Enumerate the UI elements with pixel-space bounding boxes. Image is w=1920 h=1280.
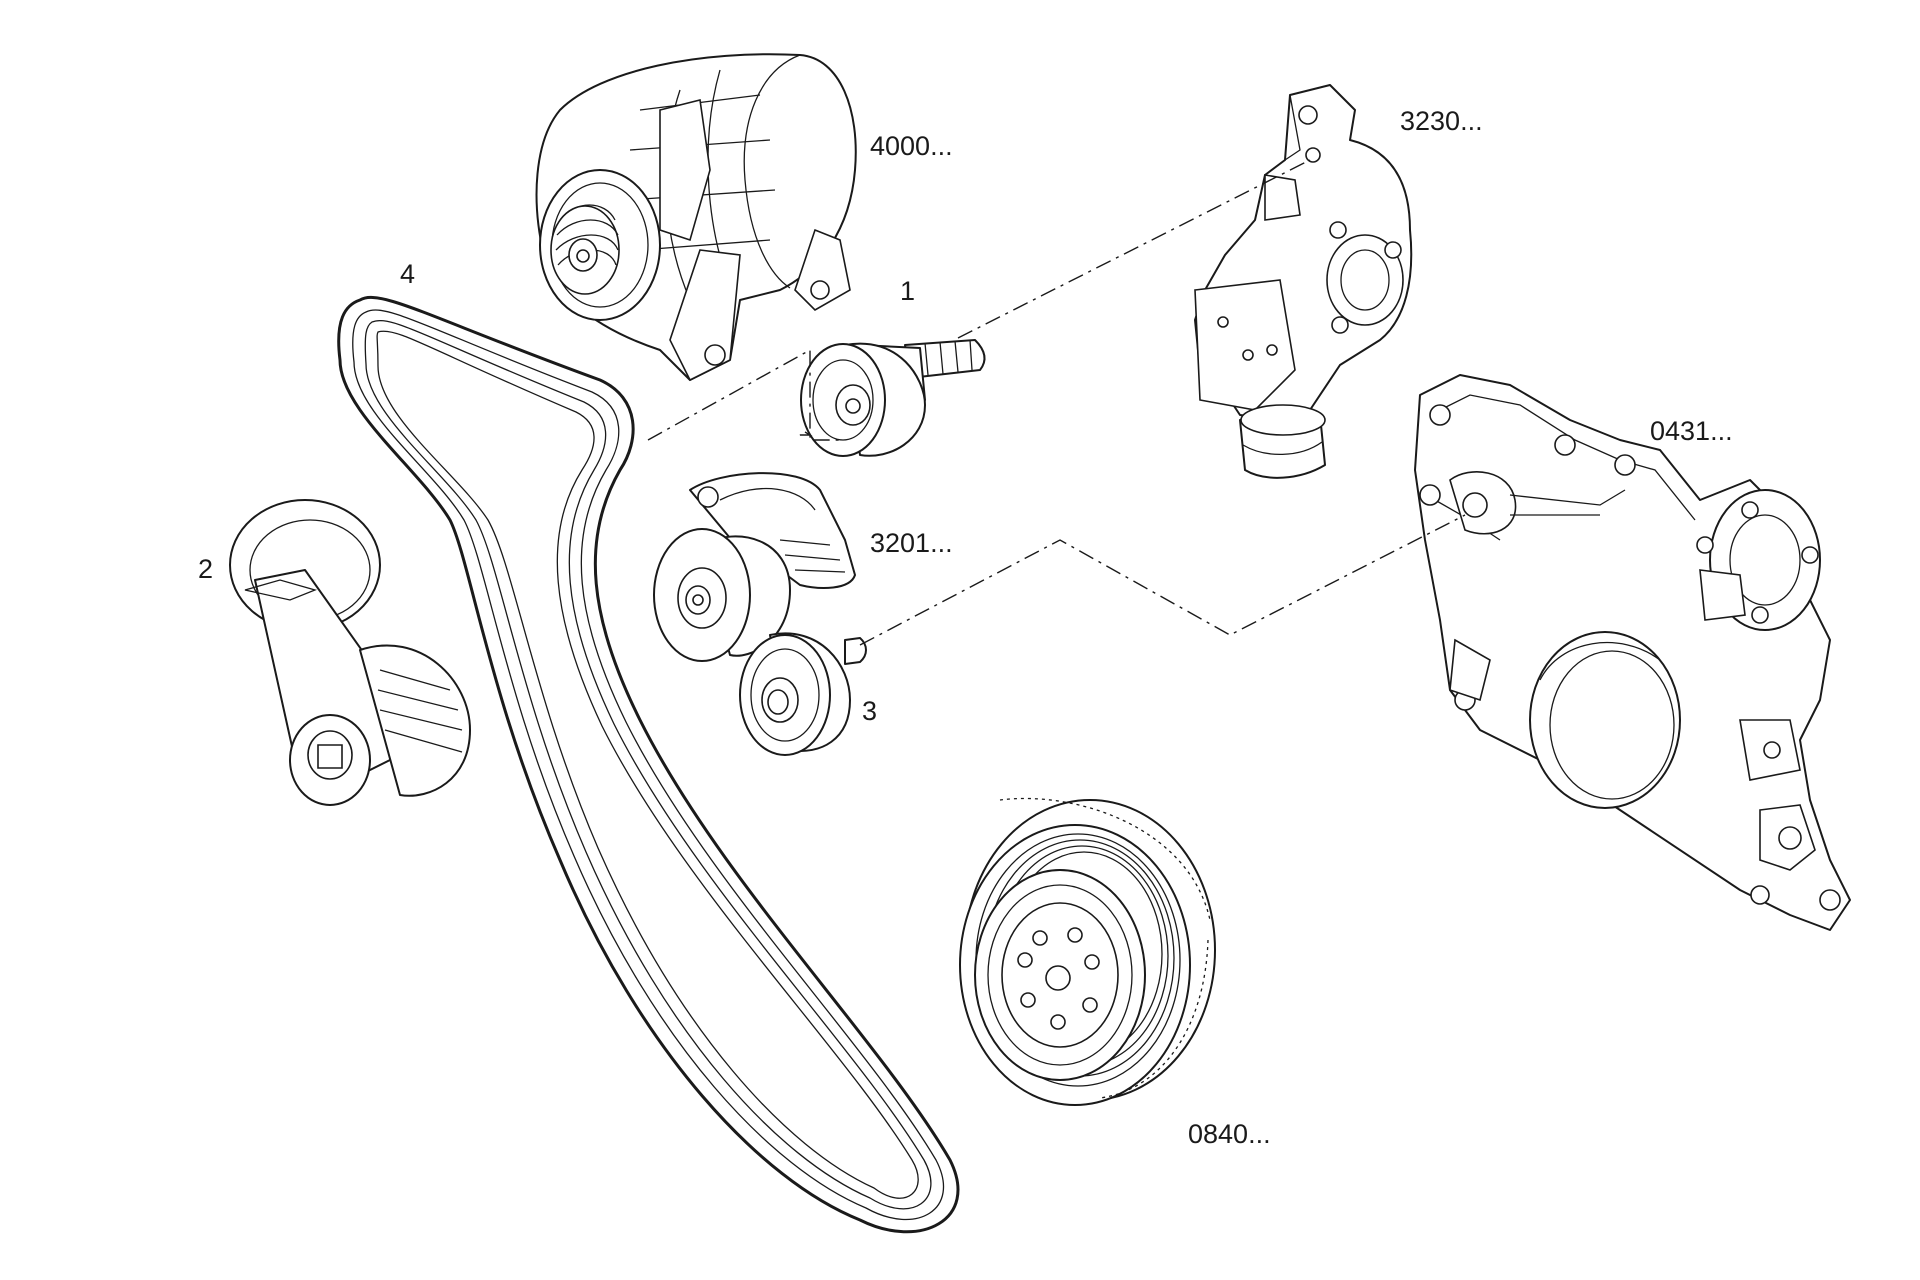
callout-3: 3 bbox=[862, 696, 877, 726]
tensioner-assembly[interactable] bbox=[653, 472, 856, 662]
mounting-bracket[interactable] bbox=[1194, 84, 1413, 479]
callout-0840: 0840... bbox=[1188, 1119, 1271, 1149]
crankshaft-pulley[interactable] bbox=[959, 797, 1216, 1106]
callout-0431: 0431... bbox=[1650, 416, 1733, 446]
alternator[interactable] bbox=[535, 53, 857, 382]
callout-belt-4: 4 bbox=[400, 259, 415, 289]
tensioner-2[interactable] bbox=[229, 499, 471, 806]
callout-1: 1 bbox=[900, 276, 915, 306]
poly-v-belt[interactable] bbox=[337, 295, 960, 1234]
idler-pulley-1[interactable] bbox=[800, 339, 986, 457]
callout-3201: 3201... bbox=[870, 528, 953, 558]
callout-4000: 4000... bbox=[870, 131, 953, 161]
timing-cover[interactable] bbox=[1414, 374, 1851, 931]
leader-lines bbox=[647, 159, 1466, 646]
callout-3230: 3230... bbox=[1400, 106, 1483, 136]
callout-2: 2 bbox=[198, 554, 213, 584]
pulley-3[interactable] bbox=[739, 632, 867, 756]
